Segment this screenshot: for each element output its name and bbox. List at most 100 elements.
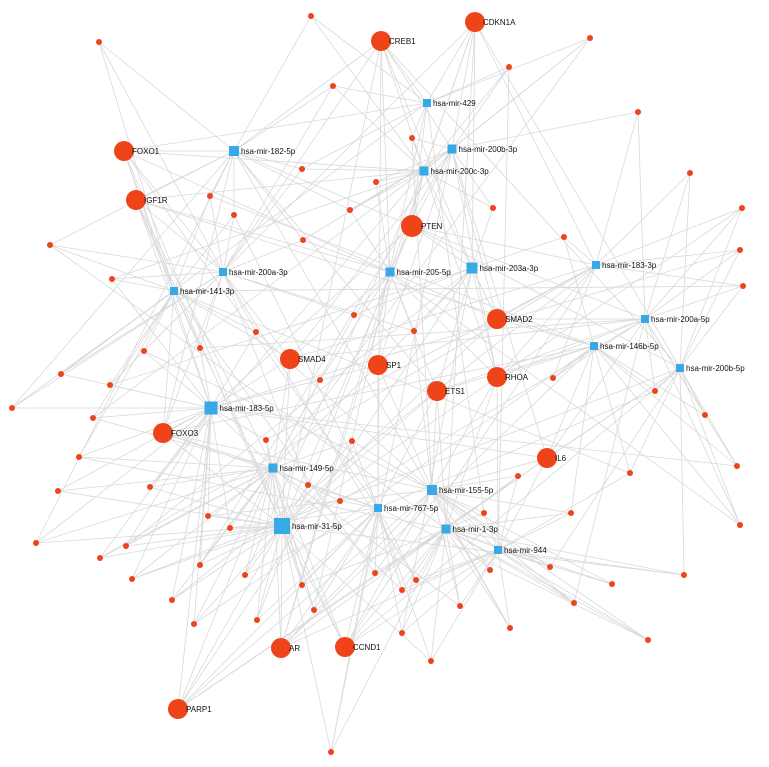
network-edge <box>135 199 274 469</box>
mirna-node-m182 <box>229 146 239 156</box>
minor-node <box>197 562 203 568</box>
gene-label-smad4: SMAD4 <box>298 355 326 364</box>
network-edge <box>199 347 212 409</box>
minor-node <box>107 382 113 388</box>
network-edge <box>125 267 473 547</box>
network-edge <box>353 271 391 316</box>
network-edge <box>171 525 283 601</box>
minor-node <box>76 454 82 460</box>
gene-label-parp1: PARP1 <box>186 705 212 714</box>
gene-node-ar <box>271 638 291 658</box>
network-edge <box>99 467 274 559</box>
network-edge <box>445 21 476 530</box>
network-edge <box>679 207 743 369</box>
network-edge <box>281 500 341 527</box>
network-edge <box>593 345 706 416</box>
network-edge <box>401 267 473 634</box>
gene-label-igf1r: IGF1R <box>144 196 168 205</box>
network-edge <box>380 40 425 172</box>
mirna-node-m200b5 <box>676 364 684 372</box>
minor-node <box>254 617 260 623</box>
minor-node <box>351 312 357 318</box>
mirna-label-m146: hsa-mir-146b-5p <box>600 342 659 351</box>
minor-node <box>571 600 577 606</box>
network-edge <box>436 345 595 392</box>
network-edge <box>131 367 681 580</box>
mirna-label-m203: hsa-mir-203a-3p <box>480 264 539 273</box>
network-edge <box>445 528 575 604</box>
minor-node <box>561 234 567 240</box>
network-edge <box>593 345 631 474</box>
gene-node-igf1r <box>126 190 146 210</box>
network-edge <box>563 236 597 266</box>
mirna-node-m944 <box>494 546 502 554</box>
minor-node <box>687 170 693 176</box>
network-edge <box>546 318 646 459</box>
network-edge <box>445 376 498 530</box>
mirna-label-m1: hsa-mir-1-3p <box>453 525 499 534</box>
network-edge <box>497 457 548 551</box>
network-edge <box>389 271 498 320</box>
network-edge <box>98 41 235 152</box>
network-edge <box>445 528 649 641</box>
minor-node <box>197 345 203 351</box>
mirna-node-m155 <box>427 485 437 495</box>
network-edge <box>430 549 499 662</box>
network-edge <box>11 290 175 409</box>
network-edge <box>207 467 274 517</box>
network-edge <box>255 331 499 551</box>
network-edge <box>173 195 211 292</box>
network-edge <box>377 148 453 366</box>
network-edge <box>99 407 212 559</box>
minor-node <box>207 193 213 199</box>
network-edge <box>377 271 391 366</box>
gene-node-foxo3 <box>153 423 173 443</box>
network-edge <box>281 525 346 648</box>
network-edge <box>351 440 433 491</box>
minor-node <box>737 522 743 528</box>
minor-node <box>109 276 115 282</box>
network-edge <box>123 102 428 152</box>
network-edge <box>123 150 212 409</box>
minor-node <box>740 283 746 289</box>
network-edge <box>57 467 274 492</box>
network-edge <box>451 148 498 320</box>
network-edge <box>207 515 283 527</box>
network-edge <box>35 467 274 544</box>
network-edge <box>125 407 212 547</box>
network-edge <box>209 195 224 273</box>
network-edge <box>496 376 499 551</box>
mirna-node-m146 <box>590 342 598 350</box>
minor-node <box>141 348 147 354</box>
network-edge <box>313 102 428 611</box>
network-edge <box>389 271 415 332</box>
minor-node <box>409 135 415 141</box>
network-edge <box>162 271 224 434</box>
minor-node <box>568 510 574 516</box>
network-edge <box>375 181 391 273</box>
network-edge <box>497 549 649 641</box>
network-edge <box>222 168 303 273</box>
network-edge <box>35 407 212 544</box>
network-edge <box>423 170 494 209</box>
network-edge <box>244 525 283 576</box>
network-edge <box>162 290 175 434</box>
network-edge <box>281 525 432 662</box>
gene-node-creb1 <box>371 31 391 51</box>
network-edge <box>339 500 379 509</box>
network-edge <box>644 172 691 320</box>
network-edge <box>497 549 613 585</box>
network-edge <box>474 21 681 369</box>
network-edge <box>173 290 291 360</box>
gene-node-cdkn1a <box>465 12 485 32</box>
network-edge <box>483 512 499 551</box>
minor-node <box>253 329 259 335</box>
network-edge <box>222 271 415 332</box>
network-edge <box>644 318 656 392</box>
network-edge <box>222 85 334 273</box>
network-edge <box>471 236 565 269</box>
network-edge <box>173 290 631 474</box>
network-edge <box>92 148 453 419</box>
gene-label-sp1: SP1 <box>386 361 402 370</box>
